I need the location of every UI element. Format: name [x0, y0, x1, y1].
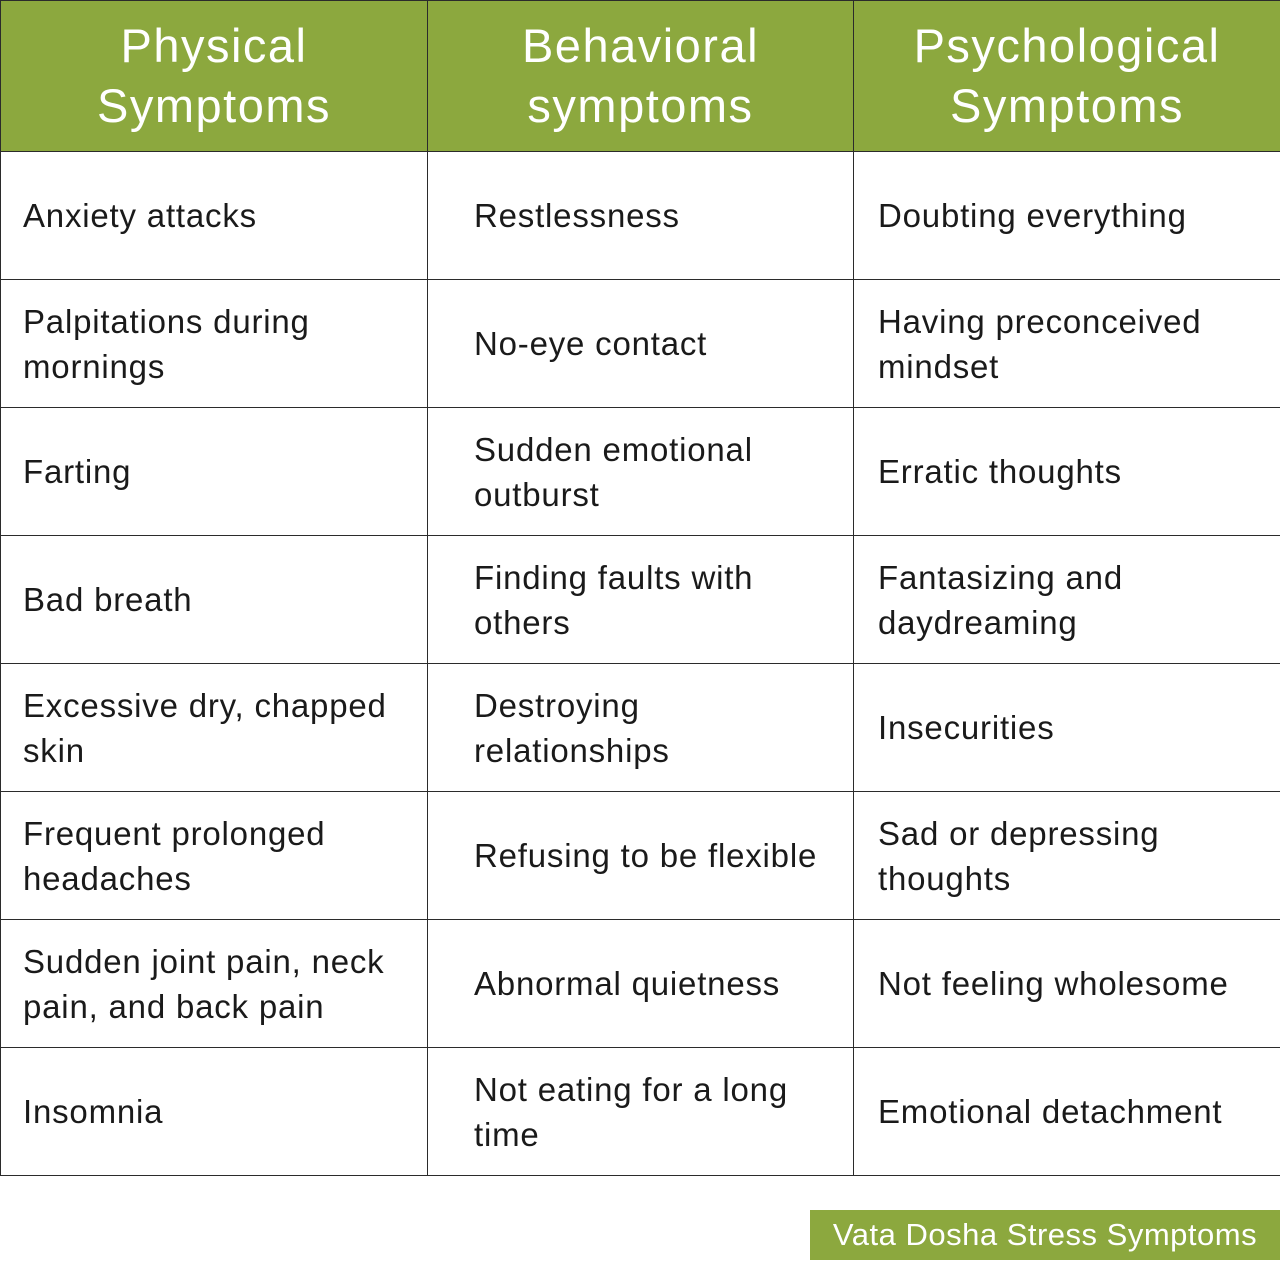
physical-symptom-cell: Frequent prolonged headaches — [0, 791, 428, 920]
psychological-symptom-cell: Sad or depressing thoughts — [853, 791, 1280, 920]
physical-symptom-cell: Sudden joint pain, neck pain, and back p… — [0, 919, 428, 1048]
physical-symptom-cell: Anxiety attacks — [0, 151, 428, 280]
header-line: symptoms — [527, 79, 754, 132]
psychological-symptom-cell: Insecurities — [853, 663, 1280, 792]
behavioral-symptom-cell: Destroying relationships — [427, 663, 854, 792]
behavioral-symptom-cell: Not eating for a long time — [427, 1047, 854, 1176]
header-line: Psychological — [913, 19, 1221, 72]
physical-symptom-cell: Insomnia — [0, 1047, 428, 1176]
psychological-symptom-cell: Doubting everything — [853, 151, 1280, 280]
psychological-symptom-cell: Having preconceived mindset — [853, 279, 1280, 408]
behavioral-symptom-cell: Restlessness — [427, 151, 854, 280]
psychological-symptom-cell: Fantasizing and daydreaming — [853, 535, 1280, 664]
behavioral-symptom-cell: No-eye contact — [427, 279, 854, 408]
physical-symptom-cell: Bad breath — [0, 535, 428, 664]
header-line: Behavioral — [521, 19, 760, 72]
header-line: Symptoms — [950, 79, 1184, 132]
behavioral-symptom-cell: Refusing to be flexible — [427, 791, 854, 920]
physical-symptom-cell: Farting — [0, 407, 428, 536]
header-line: Symptoms — [97, 79, 331, 132]
physical-symptom-cell: Excessive dry, chapped skin — [0, 663, 428, 792]
psychological-symptom-cell: Emotional detachment — [853, 1047, 1280, 1176]
header-line: Physical — [120, 19, 308, 72]
behavioral-symptom-cell: Finding faults with others — [427, 535, 854, 664]
table-row: Sudden joint pain, neck pain, and back p… — [0, 919, 1280, 1048]
psychological-symptom-cell: Not feeling wholesome — [853, 919, 1280, 1048]
header-behavioral: Behavioral symptoms — [427, 0, 854, 152]
behavioral-symptom-cell: Abnormal quietness — [427, 919, 854, 1048]
behavioral-symptom-cell: Sudden emotional outburst — [427, 407, 854, 536]
caption-label: Vata Dosha Stress Symptoms — [810, 1210, 1280, 1260]
psychological-symptom-cell: Erratic thoughts — [853, 407, 1280, 536]
physical-symptom-cell: Palpitations during mornings — [0, 279, 428, 408]
